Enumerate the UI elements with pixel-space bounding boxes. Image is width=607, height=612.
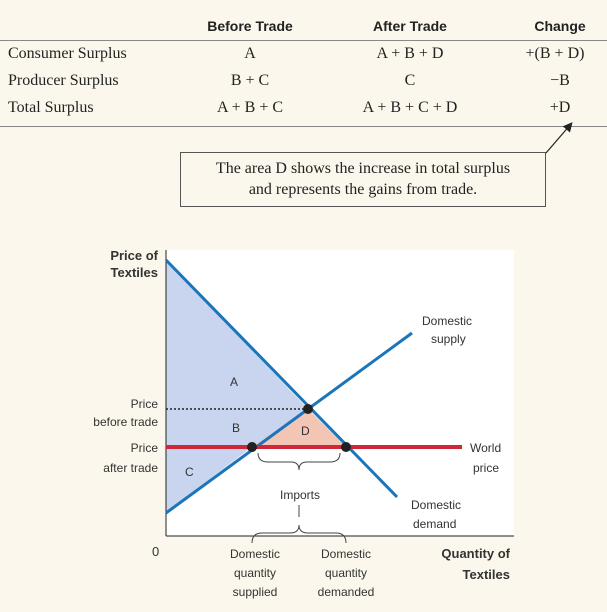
demand-label-1: Domestic [411,498,461,512]
price-before-label-1: Price [131,397,159,411]
supplied-point [247,442,257,452]
cell-consumer-after: A + B + D [376,45,444,62]
demand-label-2: demand [413,517,456,531]
domestic-supply-line [165,331,413,515]
header-after-trade: After Trade [373,18,447,34]
area-d [252,409,346,447]
y-axis-label-2: Textiles [111,265,158,280]
area-b-label: B [232,421,240,435]
cell-producer-change: −B [550,72,570,89]
gains-from-trade-callout: The area D shows the increase in total s… [180,152,546,207]
cell-total-after: A + B + C + D [362,99,458,116]
cell-consumer-before: A [244,45,256,62]
imports-label: Imports [280,488,320,502]
callout-arrow [545,122,573,154]
demanded-point [341,442,351,452]
callout-line-2: and represents the gains from trade. [248,181,478,198]
x-axis-label-1: Quantity of [441,546,510,561]
qty-demanded-label-2: quantity [325,566,367,580]
world-price-label-2: price [473,461,499,475]
cell-producer-before: B + C [230,72,270,89]
header-change: Change [534,18,586,34]
domestic-demand-line [164,258,399,499]
price-after-label-2: after trade [103,461,158,475]
header-before-trade: Before Trade [207,18,293,34]
imports-brace [257,452,341,471]
supply-label-2: supply [431,332,466,346]
qty-supplied-label-1: Domestic [230,547,280,561]
price-before-label-2: before trade [93,415,158,429]
cell-total-change: +D [549,99,571,116]
row-label-producer-surplus: Producer Surplus [8,72,119,89]
cell-total-before: A + B + C [216,99,284,116]
qty-supplied-label-3: supplied [233,585,278,599]
supply-label-1: Domestic [422,314,472,328]
area-a-label: A [230,375,238,389]
row-label-consumer-surplus: Consumer Surplus [8,45,127,62]
header-rule [0,40,607,41]
x-axis-label-2: Textiles [463,567,510,582]
callout-line-1: The area D shows the increase in total s… [215,160,511,177]
world-price-label-1: World [470,441,501,455]
cell-producer-after: C [404,72,416,89]
row-label-total-surplus: Total Surplus [8,99,94,116]
qty-demanded-label-3: demanded [318,585,375,599]
qty-demanded-label-1: Domestic [321,547,371,561]
area-d-label: D [301,424,310,438]
y-axis-label-1: Price of [110,248,158,263]
quantity-brace [251,524,347,544]
qty-supplied-label-2: quantity [234,566,276,580]
origin-label: 0 [152,544,159,559]
area-c-label: C [185,465,194,479]
price-after-label-1: Price [131,441,159,455]
equilibrium-point [303,404,313,414]
table-bottom-rule [0,126,607,127]
cell-consumer-change: +(B + D) [525,45,585,62]
